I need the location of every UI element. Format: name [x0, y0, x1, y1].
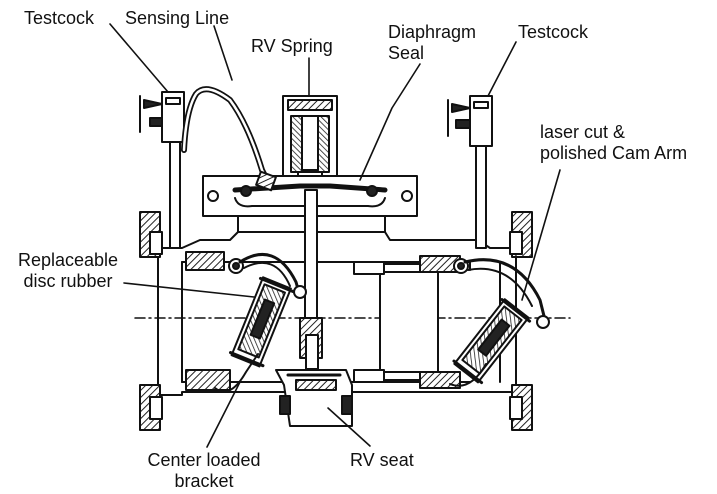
left-testcock [139, 91, 185, 249]
label-disc-rubber-line1: Replaceable [17, 250, 119, 270]
label-disc-rubber-line2: disc rubber [23, 271, 113, 291]
label-sensing-line: Sensing Line [125, 8, 230, 28]
rv-spring-housing [282, 95, 338, 191]
rv-stem [299, 189, 323, 370]
label-testcock-left: Testcock [24, 8, 95, 28]
callout-leaders [109, 23, 561, 448]
label-disc-rubber: Replaceable disc rubber [6, 250, 130, 292]
right-flange [509, 211, 533, 431]
left-flange [139, 211, 163, 431]
label-center-bracket-line1: Center loaded [147, 450, 261, 470]
label-center-bracket: Center loaded bracket [134, 450, 274, 492]
label-rv-spring: RV Spring [251, 36, 333, 56]
left-seat-ring [185, 251, 244, 391]
label-cam-arm: laser cut & polished Cam Arm [540, 122, 687, 164]
left-check-disc [229, 276, 295, 368]
right-testcock [447, 95, 493, 249]
label-center-bracket-line2: bracket [174, 471, 234, 491]
label-diaphragm-seal-line1: Diaphragm [388, 22, 477, 42]
label-diaphragm-seal-line2: Seal [388, 43, 425, 63]
left-bracket-arm [214, 353, 259, 393]
right-cam-arm [463, 258, 547, 322]
rv-seat-assembly [275, 369, 353, 427]
label-cam-arm-line1: laser cut & [540, 122, 626, 142]
left-cam-arm [238, 252, 302, 298]
label-testcock-right: Testcock [518, 22, 589, 42]
right-bracket-arm [449, 363, 487, 387]
label-diaphragm-seal: Diaphragm Seal [388, 22, 476, 64]
label-rv-seat: RV seat [350, 450, 414, 470]
label-cam-arm-line2: polished Cam Arm [540, 143, 688, 163]
sensing-line [181, 86, 277, 192]
right-check-disc [452, 298, 532, 385]
